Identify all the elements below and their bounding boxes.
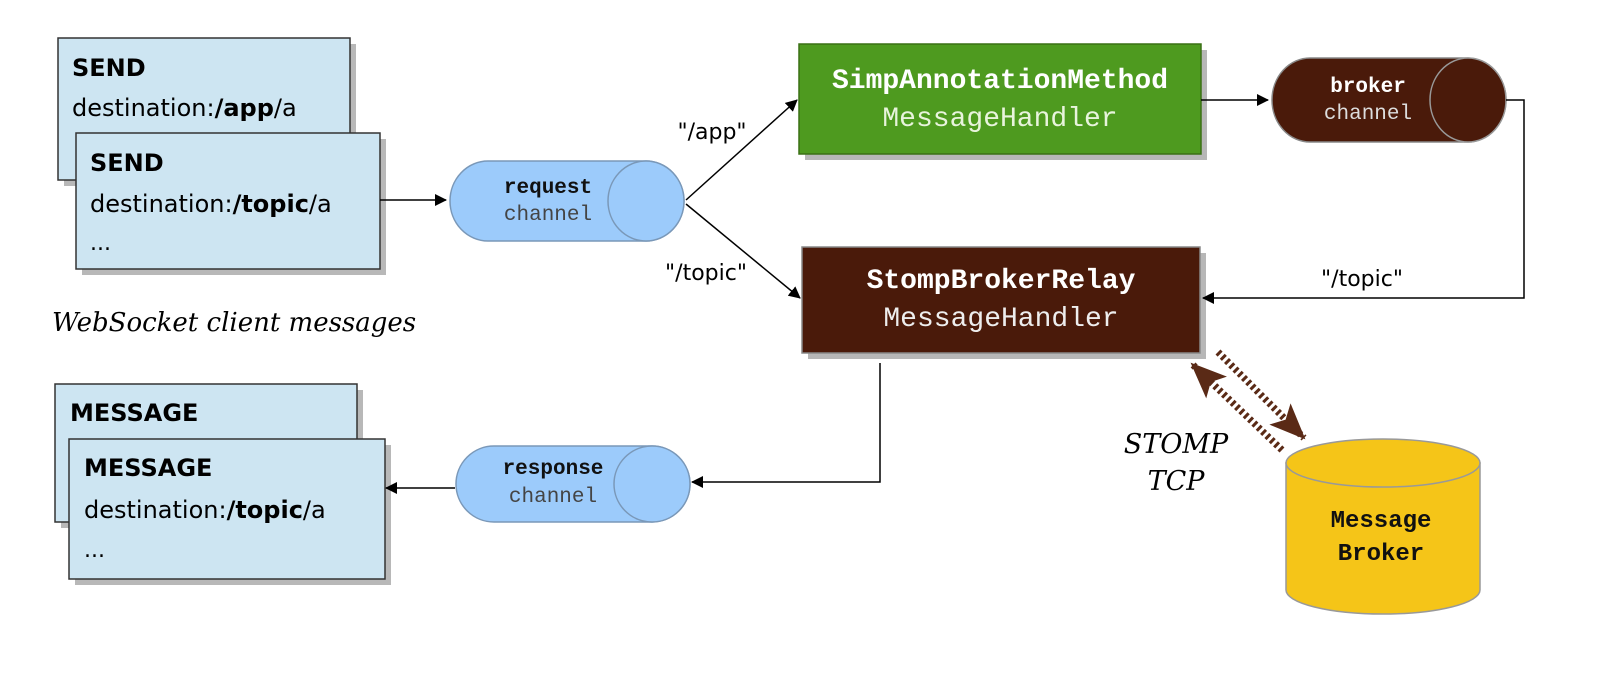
route-label-app: "/app": [677, 120, 746, 145]
route-label-topic-broker: "/topic": [1321, 267, 1403, 292]
protocol-label-tcp: TCP: [1148, 466, 1206, 497]
connector-request-to-annotation: [685, 99, 798, 201]
response-channel: response channel: [455, 445, 691, 523]
broker-channel-subtitle: channel: [1324, 103, 1412, 126]
message-front: MESSAGE destination:/topic/a ...: [68, 438, 391, 585]
relay-handler-title: StompBrokerRelay: [867, 266, 1136, 297]
route-label-topic-request: "/topic": [665, 261, 747, 286]
protocol-label-stomp: STOMP: [1124, 429, 1229, 460]
stomp-tcp-arrow-to-broker: [1215, 349, 1307, 441]
response-channel-title: response: [503, 458, 604, 481]
stomp-broker-relay-handler: StompBrokerRelay MessageHandler: [801, 246, 1206, 359]
connector-broker-to-relay: [1202, 99, 1525, 304]
send-front-destination: destination:/topic/a: [90, 190, 332, 218]
send-front-keyword: SEND: [90, 149, 164, 177]
send-front-ellipsis: ...: [90, 231, 111, 256]
message-broker-title: Message: [1331, 508, 1432, 535]
connector-request-to-relay: [685, 203, 801, 299]
request-channel: request channel: [449, 160, 685, 242]
relay-handler-subtitle: MessageHandler: [883, 304, 1118, 335]
request-channel-subtitle: channel: [504, 204, 592, 227]
annotation-method-handler: SimpAnnotationMethod MessageHandler: [798, 43, 1207, 160]
connector-relay-to-response: [691, 363, 881, 488]
stomp-tcp-arrow-to-relay: [1189, 361, 1285, 453]
message-broker-subtitle: Broker: [1338, 541, 1424, 568]
broker-channel: broker channel: [1271, 57, 1507, 143]
message-broker-database: Message Broker: [1285, 438, 1481, 615]
send-message-back: SEND destination:/app/a: [57, 37, 356, 186]
message-front-keyword: MESSAGE: [84, 454, 212, 482]
message-front-ellipsis: ...: [84, 538, 105, 563]
send-message-front: SEND destination:/topic/a ...: [75, 132, 386, 275]
send-back-destination: destination:/app/a: [72, 94, 297, 122]
annotation-handler-subtitle: MessageHandler: [882, 104, 1117, 135]
message-back-keyword: MESSAGE: [70, 399, 198, 427]
broker-channel-title: broker: [1330, 76, 1406, 99]
message-front-destination: destination:/topic/a: [84, 496, 326, 524]
response-channel-subtitle: channel: [509, 486, 597, 509]
request-channel-title: request: [504, 177, 592, 200]
send-back-keyword: SEND: [72, 54, 146, 82]
annotation-handler-title: SimpAnnotationMethod: [832, 66, 1168, 97]
client-messages-caption: WebSocket client messages: [52, 308, 416, 338]
